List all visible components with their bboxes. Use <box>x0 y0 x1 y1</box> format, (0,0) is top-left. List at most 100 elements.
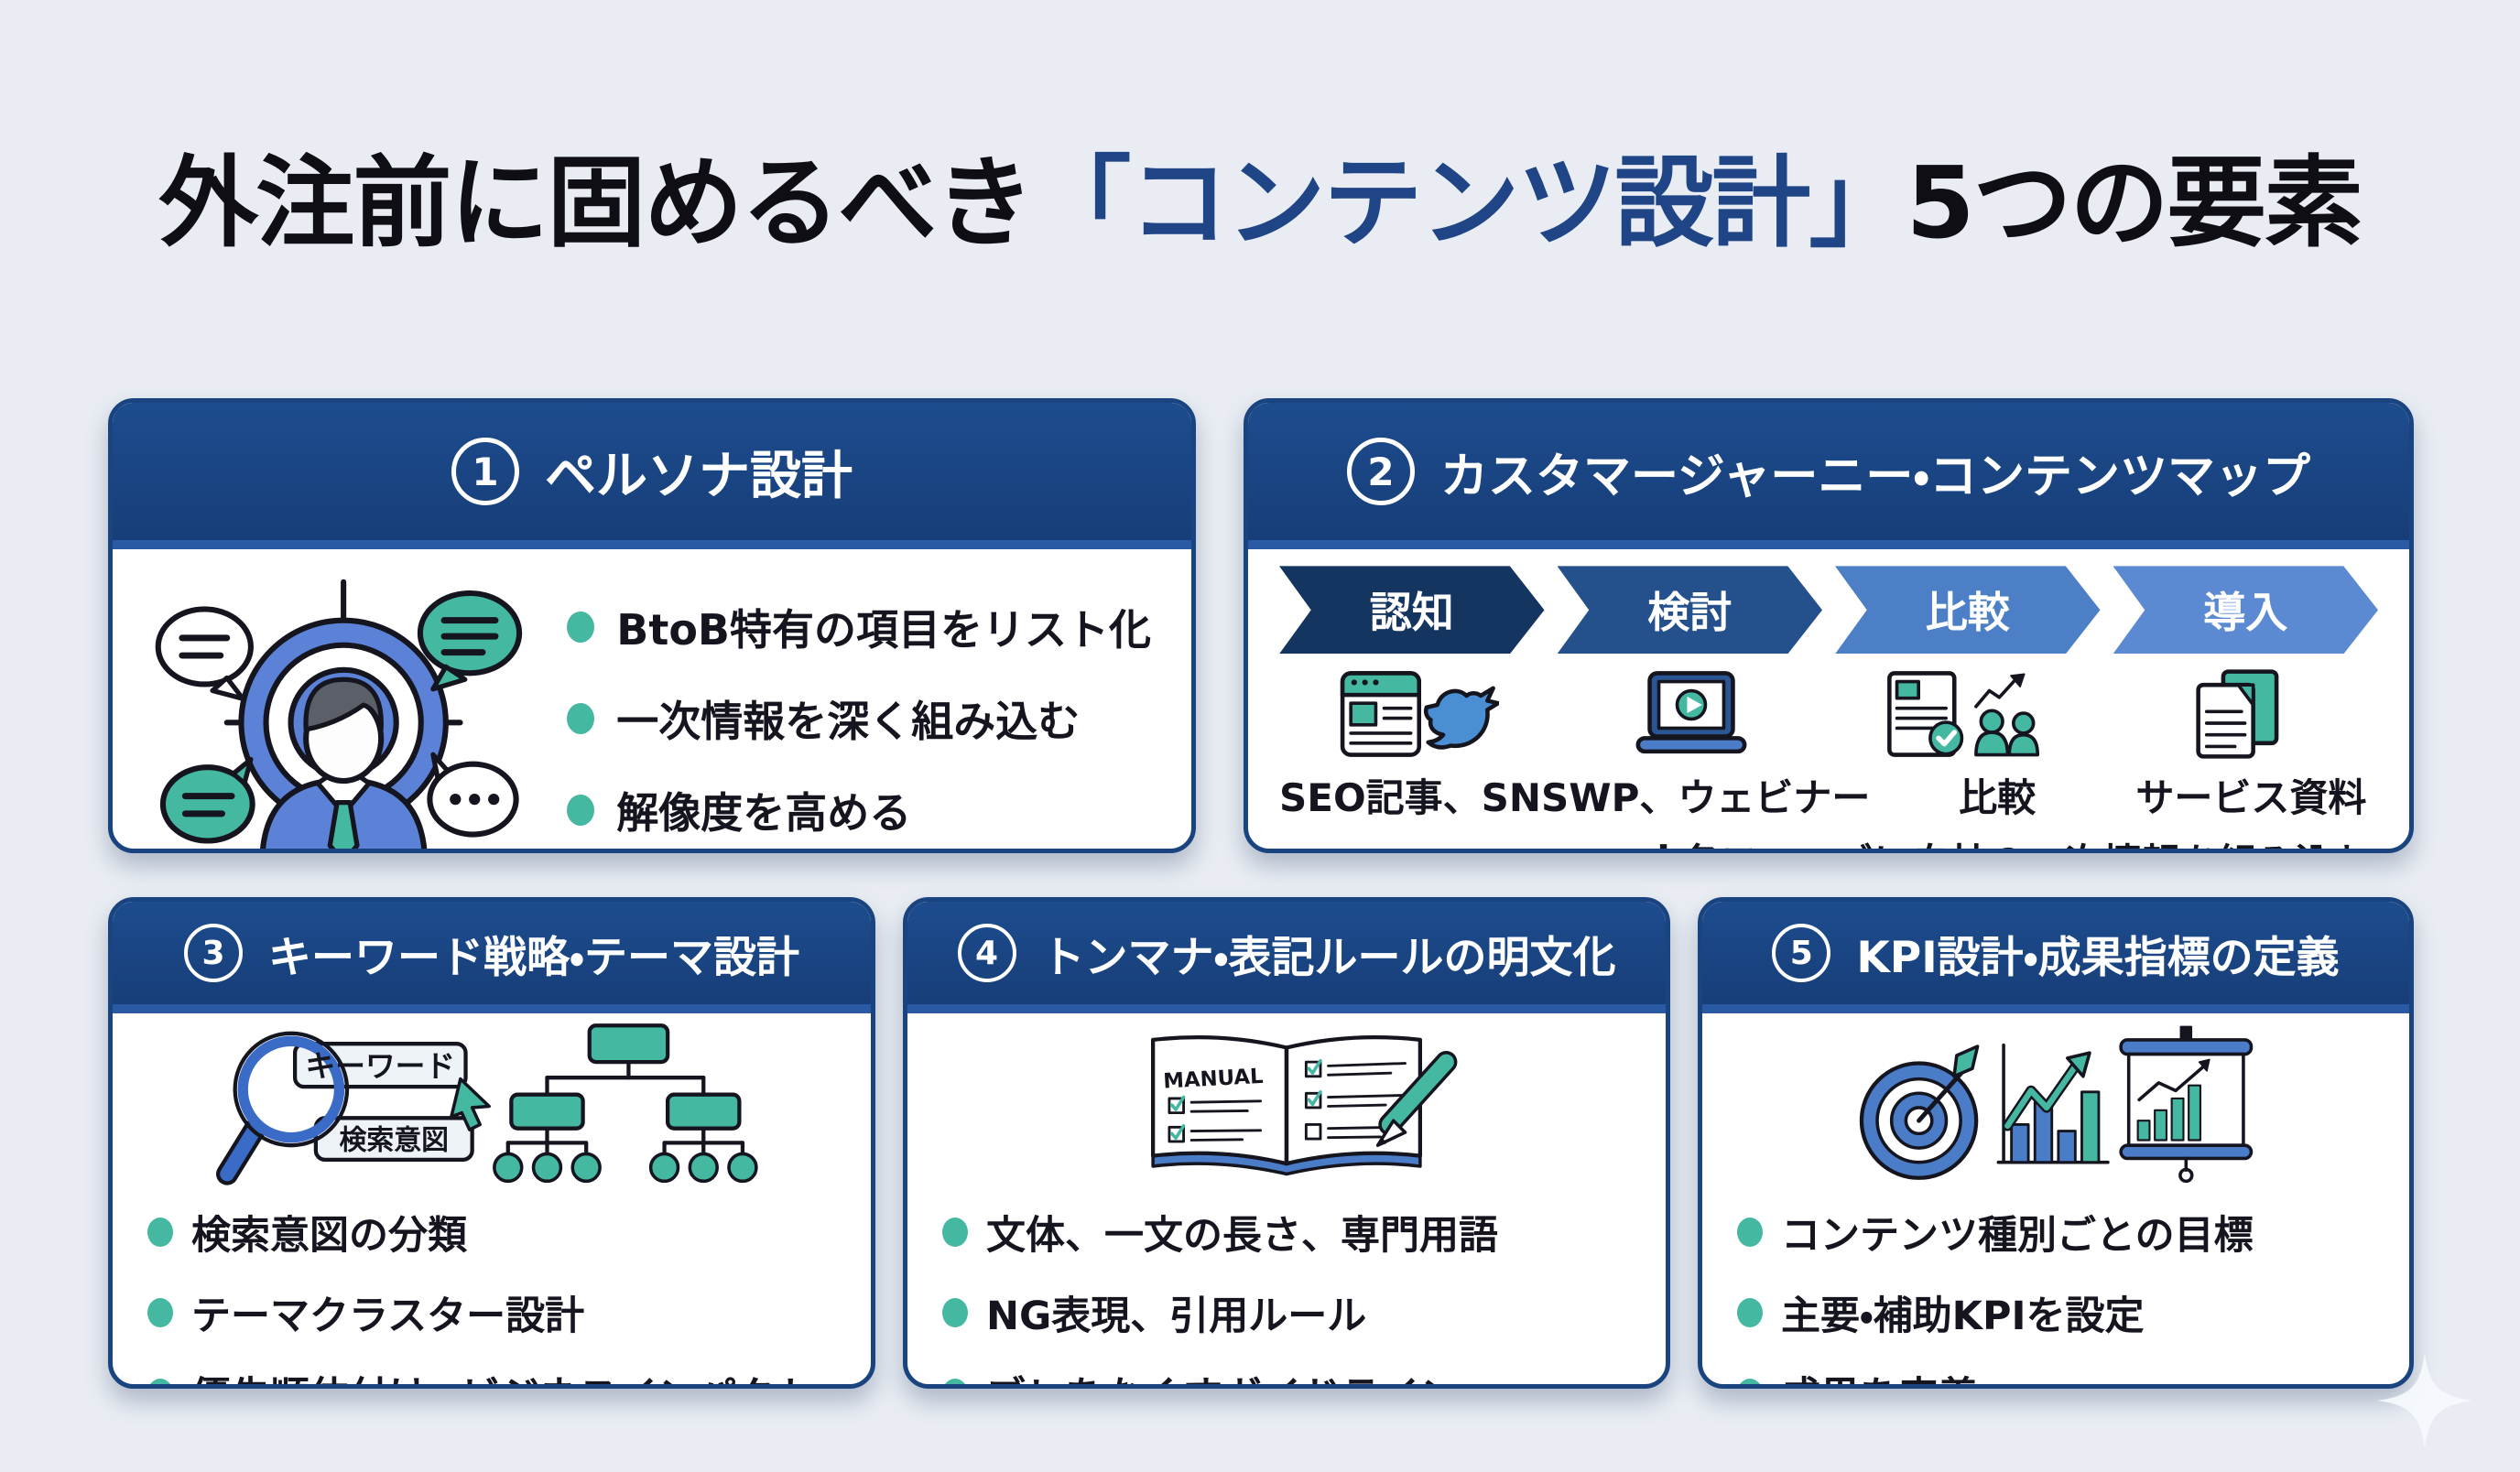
manual-icon-zone: MANUAL <box>942 1024 1631 1187</box>
bullet-dot-icon <box>942 1379 968 1385</box>
card-tonemanner-title: トンマナ・表記ルールの明文化 <box>1041 932 1616 983</box>
card-journey-title: カスタマージャーニー・コンテンツマップ <box>1439 449 2311 504</box>
page-title: 外注前に固めるべき「コンテンツ設計」5つの要素 <box>0 66 2520 259</box>
phase-comparison: 比較 <box>1835 566 2101 655</box>
bullet-dot-icon <box>147 1379 173 1385</box>
bullet-text: NG表現、引用ルール <box>986 1293 1367 1340</box>
kpi-target-graph-icon <box>1859 1025 2254 1183</box>
card-keyword-body: キーワード 検索意図 検索意図の分類 テーマクラスター設計 優先順位付け→ビジネ… <box>113 1013 871 1385</box>
bullet-dot-icon <box>1737 1218 1763 1248</box>
comparison-doc-people-icon <box>1887 671 2039 758</box>
journey-label-row: SEO記事、SNS WP、ウェビナー 比較 サービス資料 <box>1279 767 2378 823</box>
keyword-bullets: 検索意図の分類 テーマクラスター設計 優先順位付け→ビジネスインパクト <box>147 1204 836 1385</box>
list-item: BtoB特有の項目をリスト化 <box>567 597 1151 657</box>
content-cell <box>2103 668 2378 760</box>
manual-label: MANUAL <box>1163 1065 1264 1094</box>
content-label: WP、ウェビナー <box>1569 775 1871 821</box>
keyword-magnifier-tree-icon: キーワード 検索意図 <box>216 1023 758 1185</box>
keyword-icon-zone: キーワード 検索意図 <box>147 1023 836 1187</box>
row-bottom: 3 キーワード戦略・テーマ設計 <box>108 897 2414 1390</box>
card-tonemanner: 4 トンマナ・表記ルールの明文化 <box>903 897 1670 1390</box>
kpi-bullets: コンテンツ種別ごとの目標 主要・補助KPIを設定 成果を定義 <box>1737 1204 2374 1385</box>
bullet-dot-icon <box>567 703 595 735</box>
bullet-text: テーマクラスター設計 <box>191 1293 585 1340</box>
content-label: サービス資料 <box>2135 775 2367 821</box>
bullet-dot-icon <box>942 1218 968 1248</box>
search-intent-label: 検索意図 <box>340 1124 450 1156</box>
phase-adoption: 導入 <box>2113 566 2378 655</box>
bullet-text: コンテンツ種別ごとの目標 <box>1781 1213 2254 1260</box>
tonemanner-bullets: 文体、一文の長さ、専門用語 NG表現、引用ルール ブレをなくすガイドライン <box>942 1204 1631 1385</box>
list-item: 一次情報を深く組み込む <box>567 688 1151 749</box>
card-tonemanner-body: MANUAL 文体、一文の長さ、専門用語 NG表現、引用ルール ブレをなくすガイ… <box>907 1013 1666 1385</box>
content-label: SEO記事、SNS <box>1279 775 1570 821</box>
infographic-page: 外注前に固めるべき「コンテンツ設計」5つの要素 1 ペルソナ設計 <box>0 66 2520 1472</box>
bullet-text: 一次情報を深く組み込む <box>616 697 1081 747</box>
bullet-text: BtoB特有の項目をリスト化 <box>616 605 1151 655</box>
number-badge: 3 <box>184 924 243 983</box>
bullet-dot-icon <box>942 1298 968 1328</box>
list-item: 優先順位付け→ビジネスインパクト <box>147 1365 836 1385</box>
bullet-text: 優先順位付け→ビジネスインパクト <box>191 1365 815 1384</box>
title-highlight: 「コンテンツ設計」 <box>1032 146 1907 262</box>
kpi-icon-zone <box>1737 1024 2374 1187</box>
journey-note: ※各フェーズに自社の一次情報を組み込む <box>1279 832 2378 849</box>
bullet-dot-icon <box>1737 1298 1763 1328</box>
row-top: 1 ペルソナ設計 <box>108 398 2414 854</box>
bullet-dot-icon <box>1737 1379 1763 1385</box>
title-post: 5つの要素 <box>1906 146 2362 262</box>
card-persona-body: BtoB特有の項目をリスト化 一次情報を深く組み込む 解像度を高める <box>113 549 1191 850</box>
list-item: テーマクラスター設計 <box>147 1284 836 1341</box>
bullet-text: 文体、一文の長さ、専門用語 <box>986 1213 1498 1260</box>
bullet-dot-icon <box>567 795 595 827</box>
card-persona-header: 1 ペルソナ設計 <box>113 403 1191 550</box>
number-badge: 1 <box>451 438 519 506</box>
content-cell <box>1829 668 2103 760</box>
card-tonemanner-header: 4 トンマナ・表記ルールの明文化 <box>907 902 1666 1014</box>
persona-bullets: BtoB特有の項目をリスト化 一次情報を深く組み込む 解像度を高める <box>567 597 1151 840</box>
manual-book-pencil-icon: MANUAL <box>1150 1034 1458 1176</box>
content-label: 比較 <box>1959 775 2037 821</box>
bullet-dot-icon <box>147 1298 173 1328</box>
bullet-text: 検索意図の分類 <box>191 1213 467 1260</box>
list-item: 解像度を高める <box>567 780 1151 840</box>
list-item: 成果を定義 <box>1737 1365 2374 1385</box>
bullet-text: 主要・補助KPIを設定 <box>1781 1293 2145 1340</box>
journey-phase-row: 認知 検討 比較 導入 <box>1279 566 2378 655</box>
card-journey-header: 2 カスタマージャーニー・コンテンツマップ <box>1248 403 2409 550</box>
webinar-laptop-icon <box>1635 671 1747 754</box>
seo-article-sns-icon <box>1340 671 1499 758</box>
title-pre: 外注前に固めるべき <box>158 146 1034 262</box>
card-keyword-header: 3 キーワード戦略・テーマ設計 <box>113 902 871 1014</box>
card-kpi-title: KPI設計・成果指標の定義 <box>1856 932 2340 983</box>
bullet-text: 成果を定義 <box>1781 1365 1978 1384</box>
list-item: 文体、一文の長さ、専門用語 <box>942 1204 1631 1261</box>
card-keyword: 3 キーワード戦略・テーマ設計 <box>108 897 875 1390</box>
card-kpi-header: 5 KPI設計・成果指標の定義 <box>1702 902 2409 1014</box>
card-journey-body: 認知 検討 比較 導入 <box>1248 549 2409 849</box>
phase-awareness: 認知 <box>1279 566 1545 655</box>
list-item: 主要・補助KPIを設定 <box>1737 1284 2374 1341</box>
sparkle-icon <box>2377 1353 2472 1449</box>
journey-content-row <box>1279 668 2378 760</box>
keyword-label: キーワード <box>306 1049 456 1084</box>
card-journey: 2 カスタマージャーニー・コンテンツマップ 認知 検討 比較 導入 <box>1244 398 2414 854</box>
number-badge: 4 <box>957 924 1016 983</box>
bullet-text: 解像度を高める <box>616 788 912 839</box>
bullet-text: ブレをなくすガイドライン <box>986 1365 1459 1384</box>
content-cell <box>1554 668 1829 760</box>
list-item: コンテンツ種別ごとの目標 <box>1737 1204 2374 1261</box>
service-documents-icon <box>2196 669 2279 759</box>
list-item: 検索意図の分類 <box>147 1204 836 1261</box>
card-persona: 1 ペルソナ設計 <box>108 398 1196 854</box>
card-kpi: 5 KPI設計・成果指標の定義 <box>1698 897 2414 1390</box>
number-badge: 5 <box>1772 924 1831 983</box>
phase-consideration: 検討 <box>1557 566 1822 655</box>
bullet-dot-icon <box>567 612 595 644</box>
persona-target-icon <box>155 579 523 850</box>
number-badge: 2 <box>1346 438 1415 506</box>
content-cell <box>1279 668 1554 760</box>
card-kpi-body: コンテンツ種別ごとの目標 主要・補助KPIを設定 成果を定義 <box>1702 1013 2409 1385</box>
card-persona-title: ペルソナ設計 <box>545 446 853 506</box>
card-keyword-title: キーワード戦略・テーマ設計 <box>268 932 799 983</box>
